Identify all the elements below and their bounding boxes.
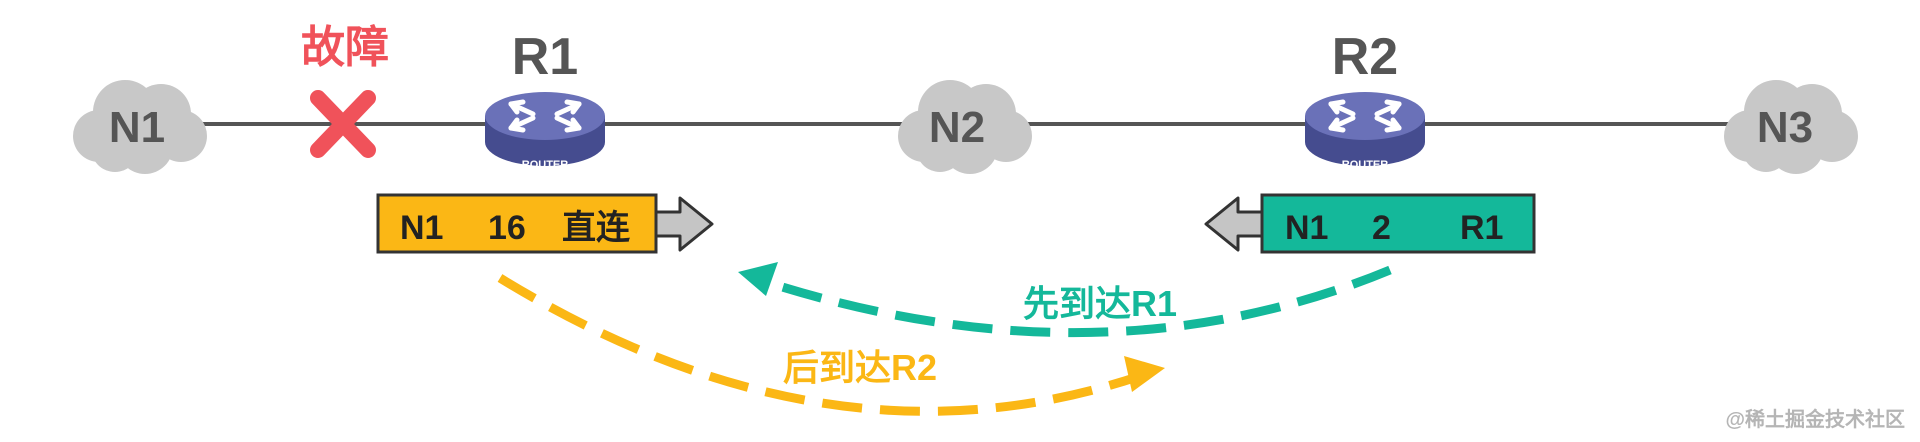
arrival-first-label: 先到达R1 <box>1023 283 1177 324</box>
watermark: @稀土掘金技术社区 <box>1725 407 1905 431</box>
route-r1-network: N1 <box>400 209 443 247</box>
router-r1-badge: ROUTER <box>522 159 569 171</box>
route-entry-r1-box <box>376 193 658 254</box>
update-path-orange <box>497 274 1142 416</box>
fault-label: 故障 <box>301 23 389 72</box>
route-entry-r2-arrow-head <box>1204 196 1265 252</box>
router-r2-badge: ROUTER <box>1342 159 1389 171</box>
arrival-later-label: 后到达R2 <box>783 347 937 388</box>
router-r2-label: R2 <box>1332 28 1398 86</box>
router-r1-label: R1 <box>512 28 578 86</box>
update-arrowhead-orange-icon <box>1124 356 1165 392</box>
route-entry-r1-arrow-head <box>653 196 714 252</box>
route-entry-r2-box <box>1260 193 1536 254</box>
network-label-n2: N2 <box>929 103 985 152</box>
route-r2-metric: 2 <box>1372 209 1391 247</box>
route-r1-nexthop: 直连 <box>562 209 631 247</box>
route-r1-metric: 16 <box>488 209 526 247</box>
update-path-teal <box>758 265 1392 338</box>
network-label-n3: N3 <box>1757 103 1813 152</box>
route-entry-r2: N1 2 R1 <box>1204 193 1536 254</box>
route-r2-network: N1 <box>1285 209 1328 247</box>
router-r1-icon <box>485 92 605 166</box>
route-entry-r1: N1 16 直连 <box>376 193 714 254</box>
router-r2-icon <box>1305 92 1425 166</box>
fault-x-icon <box>310 90 376 158</box>
update-arrowhead-teal-icon <box>738 262 778 296</box>
route-r2-nexthop: R1 <box>1460 209 1503 247</box>
network-label-n1: N1 <box>109 103 165 152</box>
